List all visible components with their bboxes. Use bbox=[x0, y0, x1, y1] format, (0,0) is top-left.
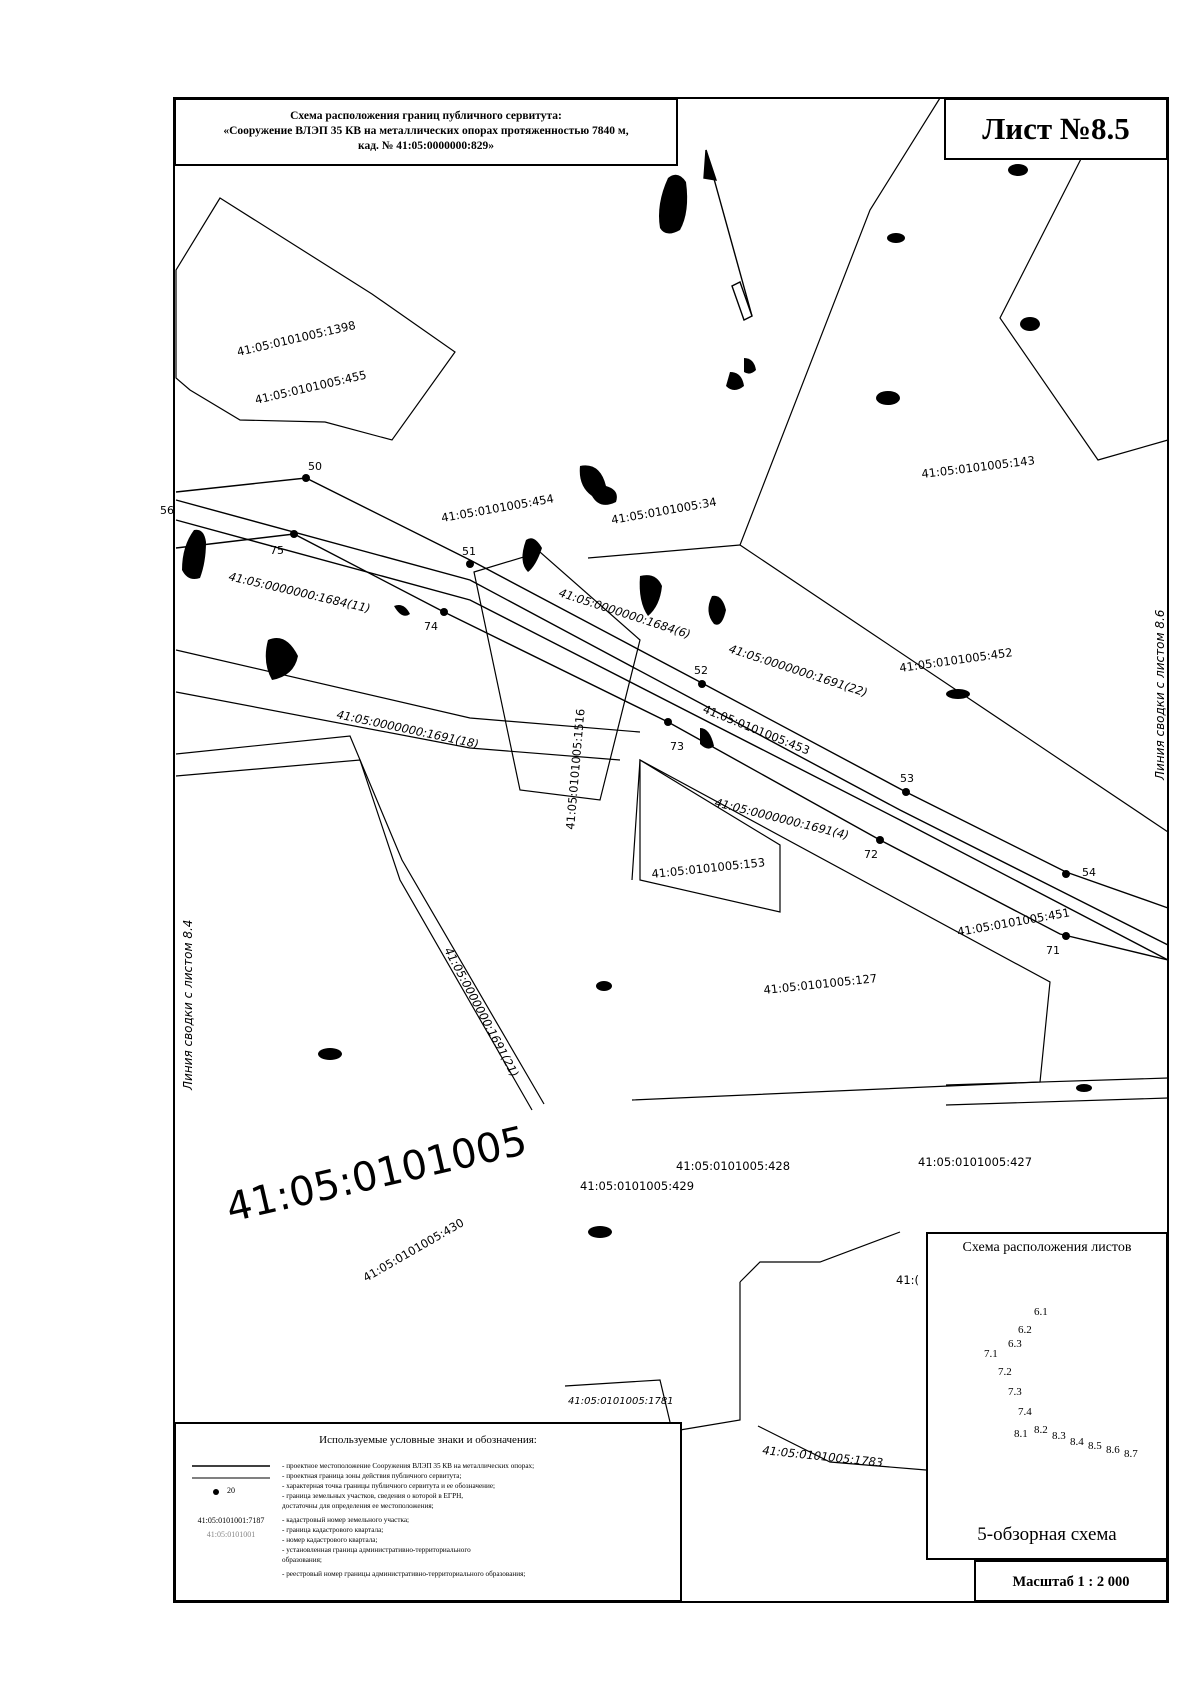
sheet-index: 8.2 bbox=[1034, 1424, 1048, 1436]
map-features bbox=[182, 164, 1092, 1238]
parcel-label: 41:05:0101005:143 bbox=[921, 453, 1036, 481]
sheet-index: 6.1 bbox=[1034, 1306, 1048, 1318]
layout-scheme-title: Схема расположения листов bbox=[962, 1240, 1132, 1255]
legend-item: - граница земельных участков, сведения о… bbox=[282, 1492, 464, 1500]
point-label: 51 bbox=[462, 545, 476, 558]
parcel-label: 41:05:0101005:1398 bbox=[236, 318, 357, 359]
legend-item: - проектная граница зоны действия публич… bbox=[282, 1472, 462, 1480]
sheet-index: 8.6 bbox=[1106, 1444, 1120, 1456]
legend-line-symbols bbox=[192, 1465, 270, 1495]
left-junction-label: Линия сводки с листом 8.4 bbox=[181, 920, 195, 1091]
sheet-index: 8.3 bbox=[1052, 1430, 1066, 1442]
legend-item: - кадастровый номер земельного участка; bbox=[282, 1516, 410, 1524]
legend-item: - граница кадастрового квартала; bbox=[282, 1526, 384, 1534]
legend-item: - установленная граница административно-… bbox=[282, 1546, 471, 1554]
legend-quarter-sample: 41:05:0101001 bbox=[206, 1530, 256, 1539]
point-label: 52 bbox=[694, 664, 708, 677]
point-label: 74 bbox=[424, 620, 438, 633]
parcel-label: 41:05:0000000:1691(4) bbox=[713, 795, 850, 842]
quarter-number: 41:05:0101005 bbox=[222, 1118, 531, 1232]
sheet-index: 7.4 bbox=[1018, 1406, 1032, 1418]
legend-parcel-sample: 41:05:0101001:7187 bbox=[197, 1516, 265, 1525]
sheet-index: 6.2 bbox=[1018, 1324, 1032, 1336]
sheet-index: 8.4 bbox=[1070, 1436, 1084, 1448]
legend-item: - реестровый номер границы административ… bbox=[282, 1570, 526, 1578]
parcel-label: 41:( bbox=[896, 1273, 919, 1287]
legend-heading: Используемые условные знаки и обозначени… bbox=[319, 1434, 537, 1446]
legend-item: достаточны для определения ее местополож… bbox=[282, 1502, 434, 1510]
parcel-label: 41:05:0000000:1684(6) bbox=[557, 586, 692, 642]
layout-scheme: Схема расположения листов 6.1 6.2 6.3 7.… bbox=[926, 1232, 1168, 1560]
point-label: 72 bbox=[864, 848, 878, 861]
point-label: 53 bbox=[900, 772, 914, 785]
parcel-label: 41:05:0000000:1691(21) bbox=[441, 945, 521, 1080]
point-label: 56 bbox=[160, 504, 174, 517]
title-line: «Сооружение ВЛЭП 35 КВ на металлических … bbox=[223, 125, 629, 137]
legend: Используемые условные знаки и обозначени… bbox=[174, 1422, 682, 1602]
parcel-label: 41:05:0101005:127 bbox=[763, 971, 878, 997]
legend-item: - проектное местоположение Сооружения ВЛ… bbox=[282, 1462, 535, 1470]
sheet-index: 6.3 bbox=[1008, 1338, 1022, 1350]
easement-points bbox=[290, 474, 1070, 940]
sheet-number: Лист №8.5 bbox=[944, 98, 1168, 160]
parcel-label: 41:05:0101005:428 bbox=[676, 1159, 790, 1173]
sheet-index: 7.2 bbox=[998, 1366, 1012, 1378]
parcel-label: 41:05:0101005:454 bbox=[440, 491, 555, 525]
layout-scheme-footer: 5-обзорная схема bbox=[977, 1524, 1117, 1545]
sheet-index: 7.3 bbox=[1008, 1386, 1022, 1398]
parcel-label: 41:05:0000000:1691(22) bbox=[727, 642, 869, 700]
sheet-index: 8.5 bbox=[1088, 1440, 1102, 1452]
parcel-label: 41:05:0101005:427 bbox=[918, 1155, 1032, 1169]
parcel-label: 41:05:0000000:1684(11) bbox=[227, 569, 371, 615]
sheet-index: 8.7 bbox=[1124, 1448, 1138, 1460]
parcel-label: 41:05:0000000:1691(18) bbox=[335, 707, 480, 751]
legend-item: образования; bbox=[282, 1556, 322, 1564]
parcel-label: 41:05:0101005:429 bbox=[580, 1179, 694, 1193]
parcel-label: 41:05:0101005:430 bbox=[361, 1215, 467, 1284]
parcel-label: 41:05:0101005:153 bbox=[651, 855, 766, 881]
parcel-label: 41:05:0101005:1781 bbox=[568, 1396, 674, 1407]
point-label: 75 bbox=[270, 544, 284, 557]
north-arrow-icon bbox=[703, 149, 753, 321]
right-junction-label: Линия сводки с листом 8.6 bbox=[1153, 609, 1167, 781]
point-label: 50 bbox=[308, 460, 322, 473]
parcel-label: 41:05:0101005:1783 bbox=[762, 1443, 884, 1470]
legend-item: - номер кадастрового квартала; bbox=[282, 1536, 378, 1544]
point-label: 73 bbox=[670, 740, 684, 753]
title-line: кад. № 41:05:0000000:829» bbox=[358, 140, 494, 152]
parcel-label: 41:05:0101005:34 bbox=[610, 495, 718, 527]
sheet-index: 7.1 bbox=[984, 1348, 998, 1360]
parcel-label: 41:05:0101005:452 bbox=[898, 645, 1013, 675]
point-label: 54 bbox=[1082, 866, 1096, 879]
legend-item: - характерная точка границы публичного с… bbox=[282, 1482, 496, 1490]
scale-label: Масштаб 1 : 2 000 bbox=[974, 1560, 1168, 1602]
title-line: Схема расположения границ публичного сер… bbox=[290, 110, 562, 122]
parcel-label: 41:05:0101005:455 bbox=[254, 368, 368, 407]
map-title: Схема расположения границ публичного сер… bbox=[174, 98, 678, 166]
point-label: 71 bbox=[1046, 944, 1060, 957]
legend-point-sample: 20 bbox=[227, 1486, 235, 1495]
sheet-index: 8.1 bbox=[1014, 1428, 1028, 1440]
